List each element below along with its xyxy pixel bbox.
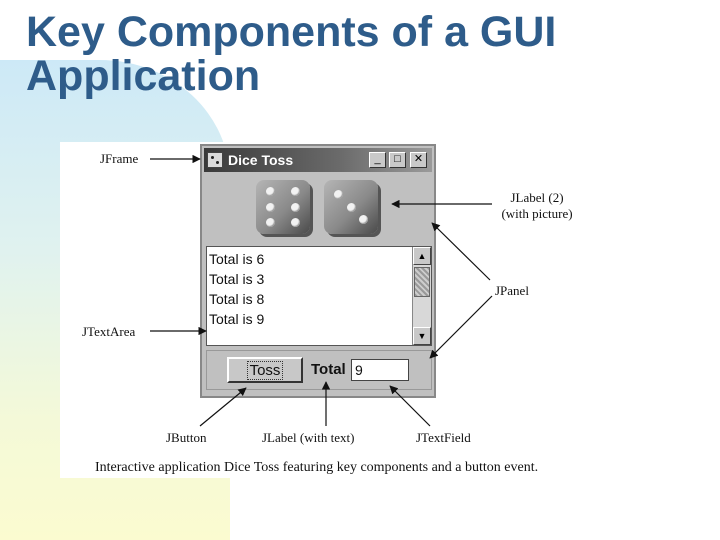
close-button[interactable]: ✕ xyxy=(410,152,427,168)
die-six-icon xyxy=(256,180,310,234)
die-pip xyxy=(358,214,368,224)
slide-title-line-2: Application xyxy=(26,52,261,100)
figure-caption: Interactive application Dice Toss featur… xyxy=(95,460,539,475)
label-jpanel: JPanel xyxy=(495,283,529,298)
label-jframe: JFrame xyxy=(100,151,139,166)
label-jlabel-picture: JLabel (2) (with picture) xyxy=(492,190,582,222)
scroll-down-icon[interactable]: ▼ xyxy=(413,327,431,345)
text-area-lines: Total is 6 Total is 3 Total is 8 Total is 9 xyxy=(209,249,413,329)
label-jlabel-picture-line-1: JLabel (2) xyxy=(510,190,564,205)
label-jtextarea: JTextArea xyxy=(82,324,136,339)
slide-title-line-1: Key Components of a GUI xyxy=(26,8,557,56)
text-area-line: Total is 6 xyxy=(209,251,265,267)
window-title: Dice Toss xyxy=(228,152,294,168)
text-area-line: Total is 9 xyxy=(209,311,265,327)
dice-panel xyxy=(204,172,432,242)
slide-title: Key Components of a GUI Application xyxy=(26,10,666,98)
label-jlabel-picture-line-2: (with picture) xyxy=(501,206,573,221)
die-three-icon xyxy=(324,180,378,234)
die-pip xyxy=(266,202,276,212)
die-pip xyxy=(290,202,300,212)
die-pip xyxy=(266,187,276,197)
vertical-scrollbar[interactable]: ▲ ▼ xyxy=(412,247,431,345)
toss-button-label: Toss xyxy=(246,360,284,380)
scroll-thumb[interactable] xyxy=(414,267,430,297)
die-pip xyxy=(334,190,344,200)
total-field[interactable] xyxy=(351,359,409,381)
label-jbutton: JButton xyxy=(166,430,207,445)
die-pip xyxy=(290,217,300,227)
text-area-line: Total is 3 xyxy=(209,271,265,287)
control-panel: Toss Total xyxy=(206,350,432,390)
app-dice-icon xyxy=(207,152,223,168)
results-text-area[interactable]: Total is 6 Total is 3 Total is 8 Total is 9… xyxy=(206,246,432,346)
toss-button[interactable]: Toss xyxy=(227,357,303,383)
label-jlabel-text: JLabel (with text) xyxy=(262,430,355,445)
die-pip xyxy=(266,217,276,227)
die-pip xyxy=(290,187,300,197)
minimize-button[interactable]: _ xyxy=(369,152,386,168)
maximize-button[interactable]: □ xyxy=(389,152,406,168)
die-pip xyxy=(346,202,356,212)
text-area-line: Total is 8 xyxy=(209,291,265,307)
scroll-up-icon[interactable]: ▲ xyxy=(413,247,431,265)
label-jtextfield: JTextField xyxy=(416,430,471,445)
window-title-bar[interactable]: Dice Toss _ □ ✕ xyxy=(204,148,432,172)
total-label: Total xyxy=(311,361,346,378)
